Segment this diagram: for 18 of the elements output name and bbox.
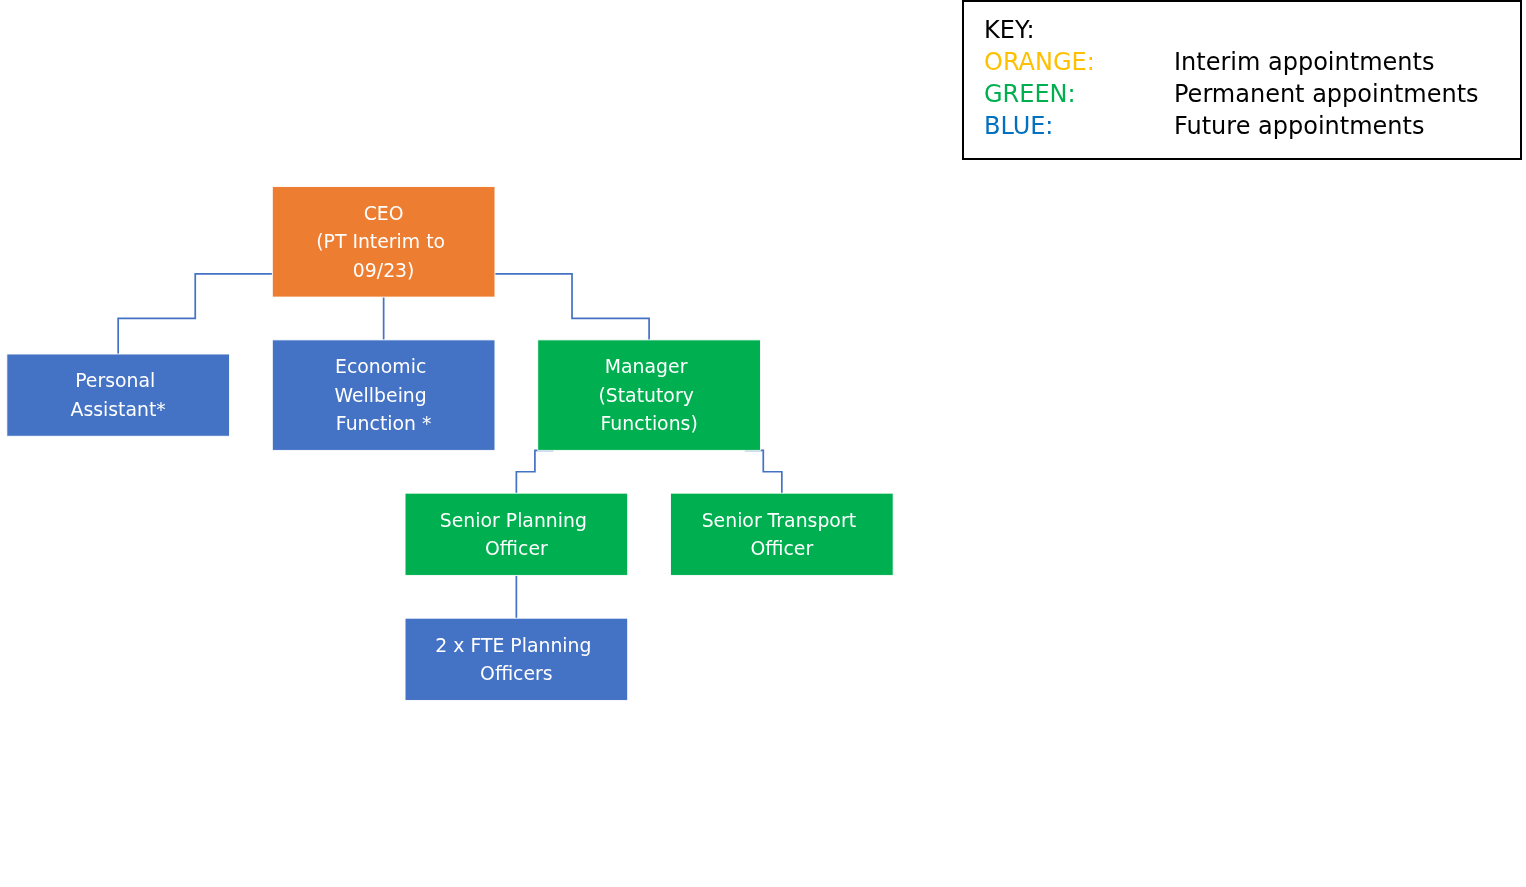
node-box: CEO (PT Interim to 09/23) [271, 186, 496, 298]
legend-colour-word: ORANGE: [984, 48, 1096, 76]
node-box: Manager (Statutory Functions) [537, 339, 761, 451]
legend-text: Future appointments [1174, 112, 1425, 140]
node-box: Senior Planning Officer [404, 492, 629, 576]
node-box: 2 x FTE Planning Officers [404, 617, 629, 701]
connector [494, 273, 650, 341]
legend-text: Permanent appointments [1174, 80, 1479, 108]
connector [382, 296, 385, 341]
key-heading: KEY: [984, 16, 1036, 44]
connector [117, 273, 274, 355]
legend-text: Interim appointments [1174, 48, 1435, 76]
legend-colour-word: BLUE: [984, 112, 1055, 140]
legend-colour-word: GREEN: [984, 80, 1077, 108]
node-box: Personal Assistant* [6, 353, 230, 437]
node-box: Economic Wellbeing Function * [271, 339, 496, 451]
node-box: Senior Transport Officer [670, 492, 894, 576]
connector [515, 574, 518, 620]
